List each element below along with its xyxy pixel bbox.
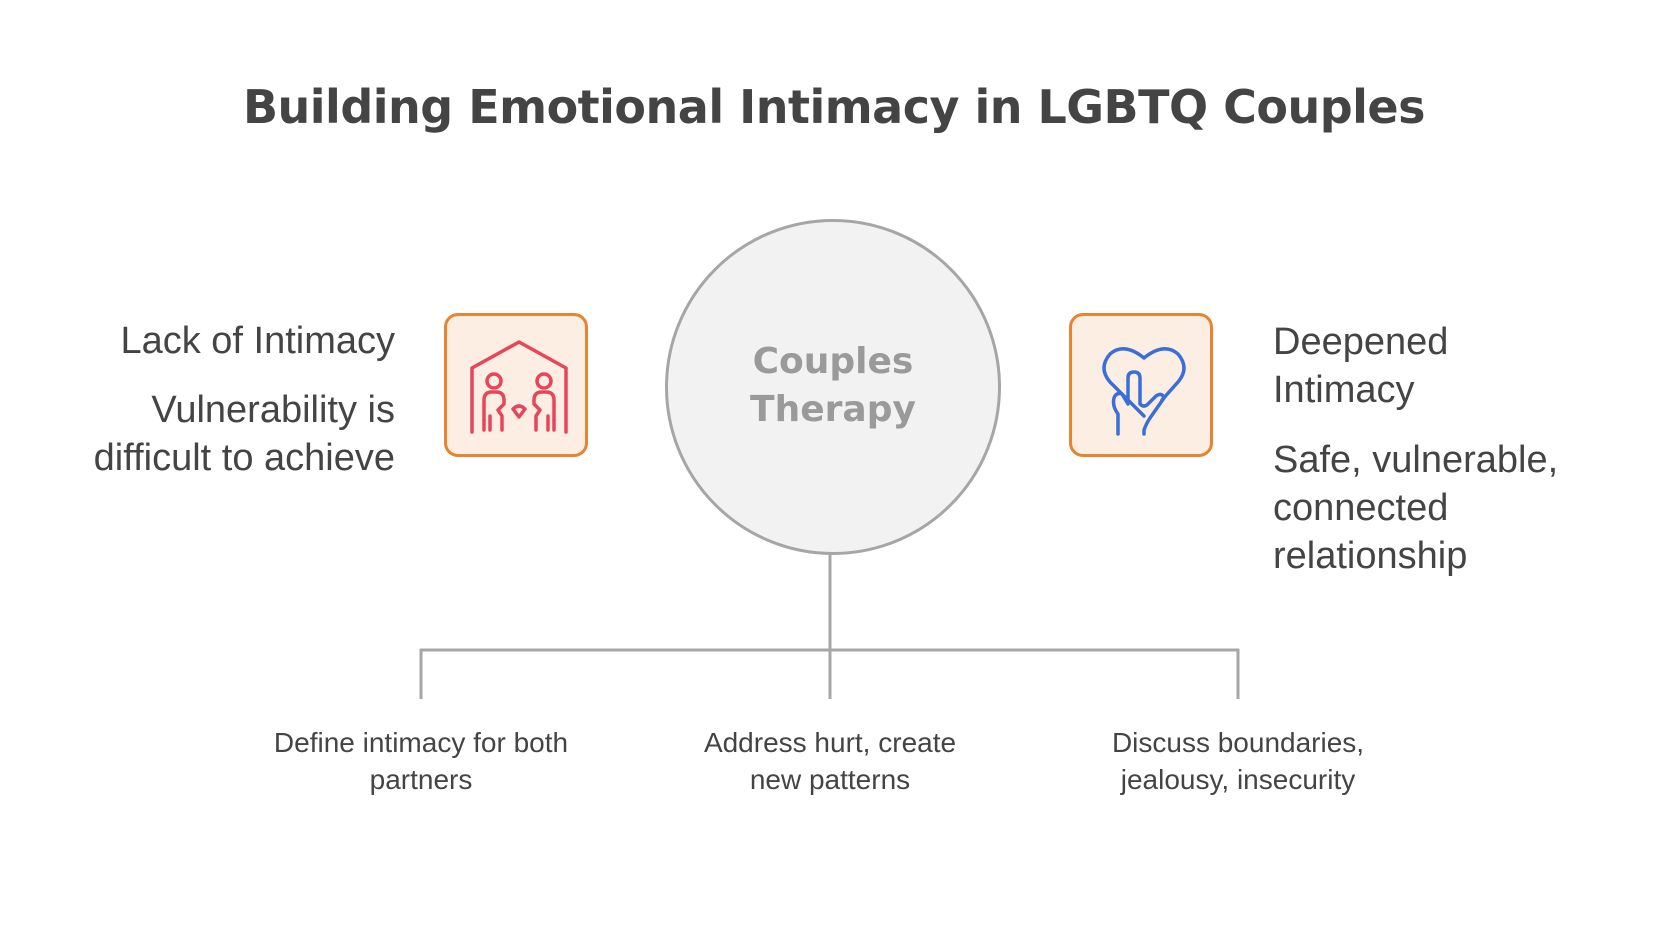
- left-text-block: Lack of Intimacy Vulnerability is diffic…: [94, 318, 395, 482]
- branch-label-define-line1: Define intimacy for both: [273, 727, 569, 758]
- center-label-line1: Couples: [752, 341, 914, 382]
- family-home-icon: [470, 340, 568, 434]
- branch-label-address: Address hurt, create new patterns: [650, 724, 1010, 798]
- branch-label-define: Define intimacy for both partners: [241, 724, 601, 798]
- right-heading-line1: Deepened: [1273, 321, 1449, 363]
- left-heading: Lack of Intimacy: [120, 320, 395, 362]
- right-heading-line2: Intimacy: [1273, 369, 1415, 411]
- right-description-line2: connected: [1273, 487, 1449, 529]
- branch-label-discuss: Discuss boundaries, jealousy, insecurity: [1058, 724, 1418, 798]
- left-description-line1: Vulnerability is: [151, 389, 395, 431]
- page-title: Building Emotional Intimacy in LGBTQ Cou…: [242, 80, 1426, 134]
- right-description-line3: relationship: [1273, 535, 1468, 577]
- right-description-line1: Safe, vulnerable,: [1273, 439, 1559, 481]
- branch-label-address-line1: Address hurt, create: [703, 727, 957, 758]
- center-circle: [665, 219, 1001, 555]
- center-label: Couples Therapy: [665, 338, 1001, 434]
- right-description: Safe, vulnerable, connected relationship: [1273, 436, 1653, 580]
- left-icon-box: [444, 313, 588, 457]
- branch-label-define-line2: partners: [369, 764, 473, 795]
- branch-label-discuss-line2: jealousy, insecurity: [1120, 764, 1356, 795]
- center-label-line2: Therapy: [750, 389, 916, 430]
- right-heading: Deepened Intimacy: [1273, 318, 1653, 414]
- right-icon-box: [1069, 313, 1213, 457]
- branch-label-address-line2: new patterns: [749, 764, 911, 795]
- heart-in-hand-icon: [1102, 347, 1186, 436]
- right-text-block: Deepened Intimacy Safe, vulnerable, conn…: [1273, 318, 1653, 580]
- left-description: Vulnerability is difficult to achieve: [94, 386, 395, 482]
- branch-label-discuss-line1: Discuss boundaries,: [1111, 727, 1365, 758]
- left-description-line2: difficult to achieve: [93, 437, 395, 479]
